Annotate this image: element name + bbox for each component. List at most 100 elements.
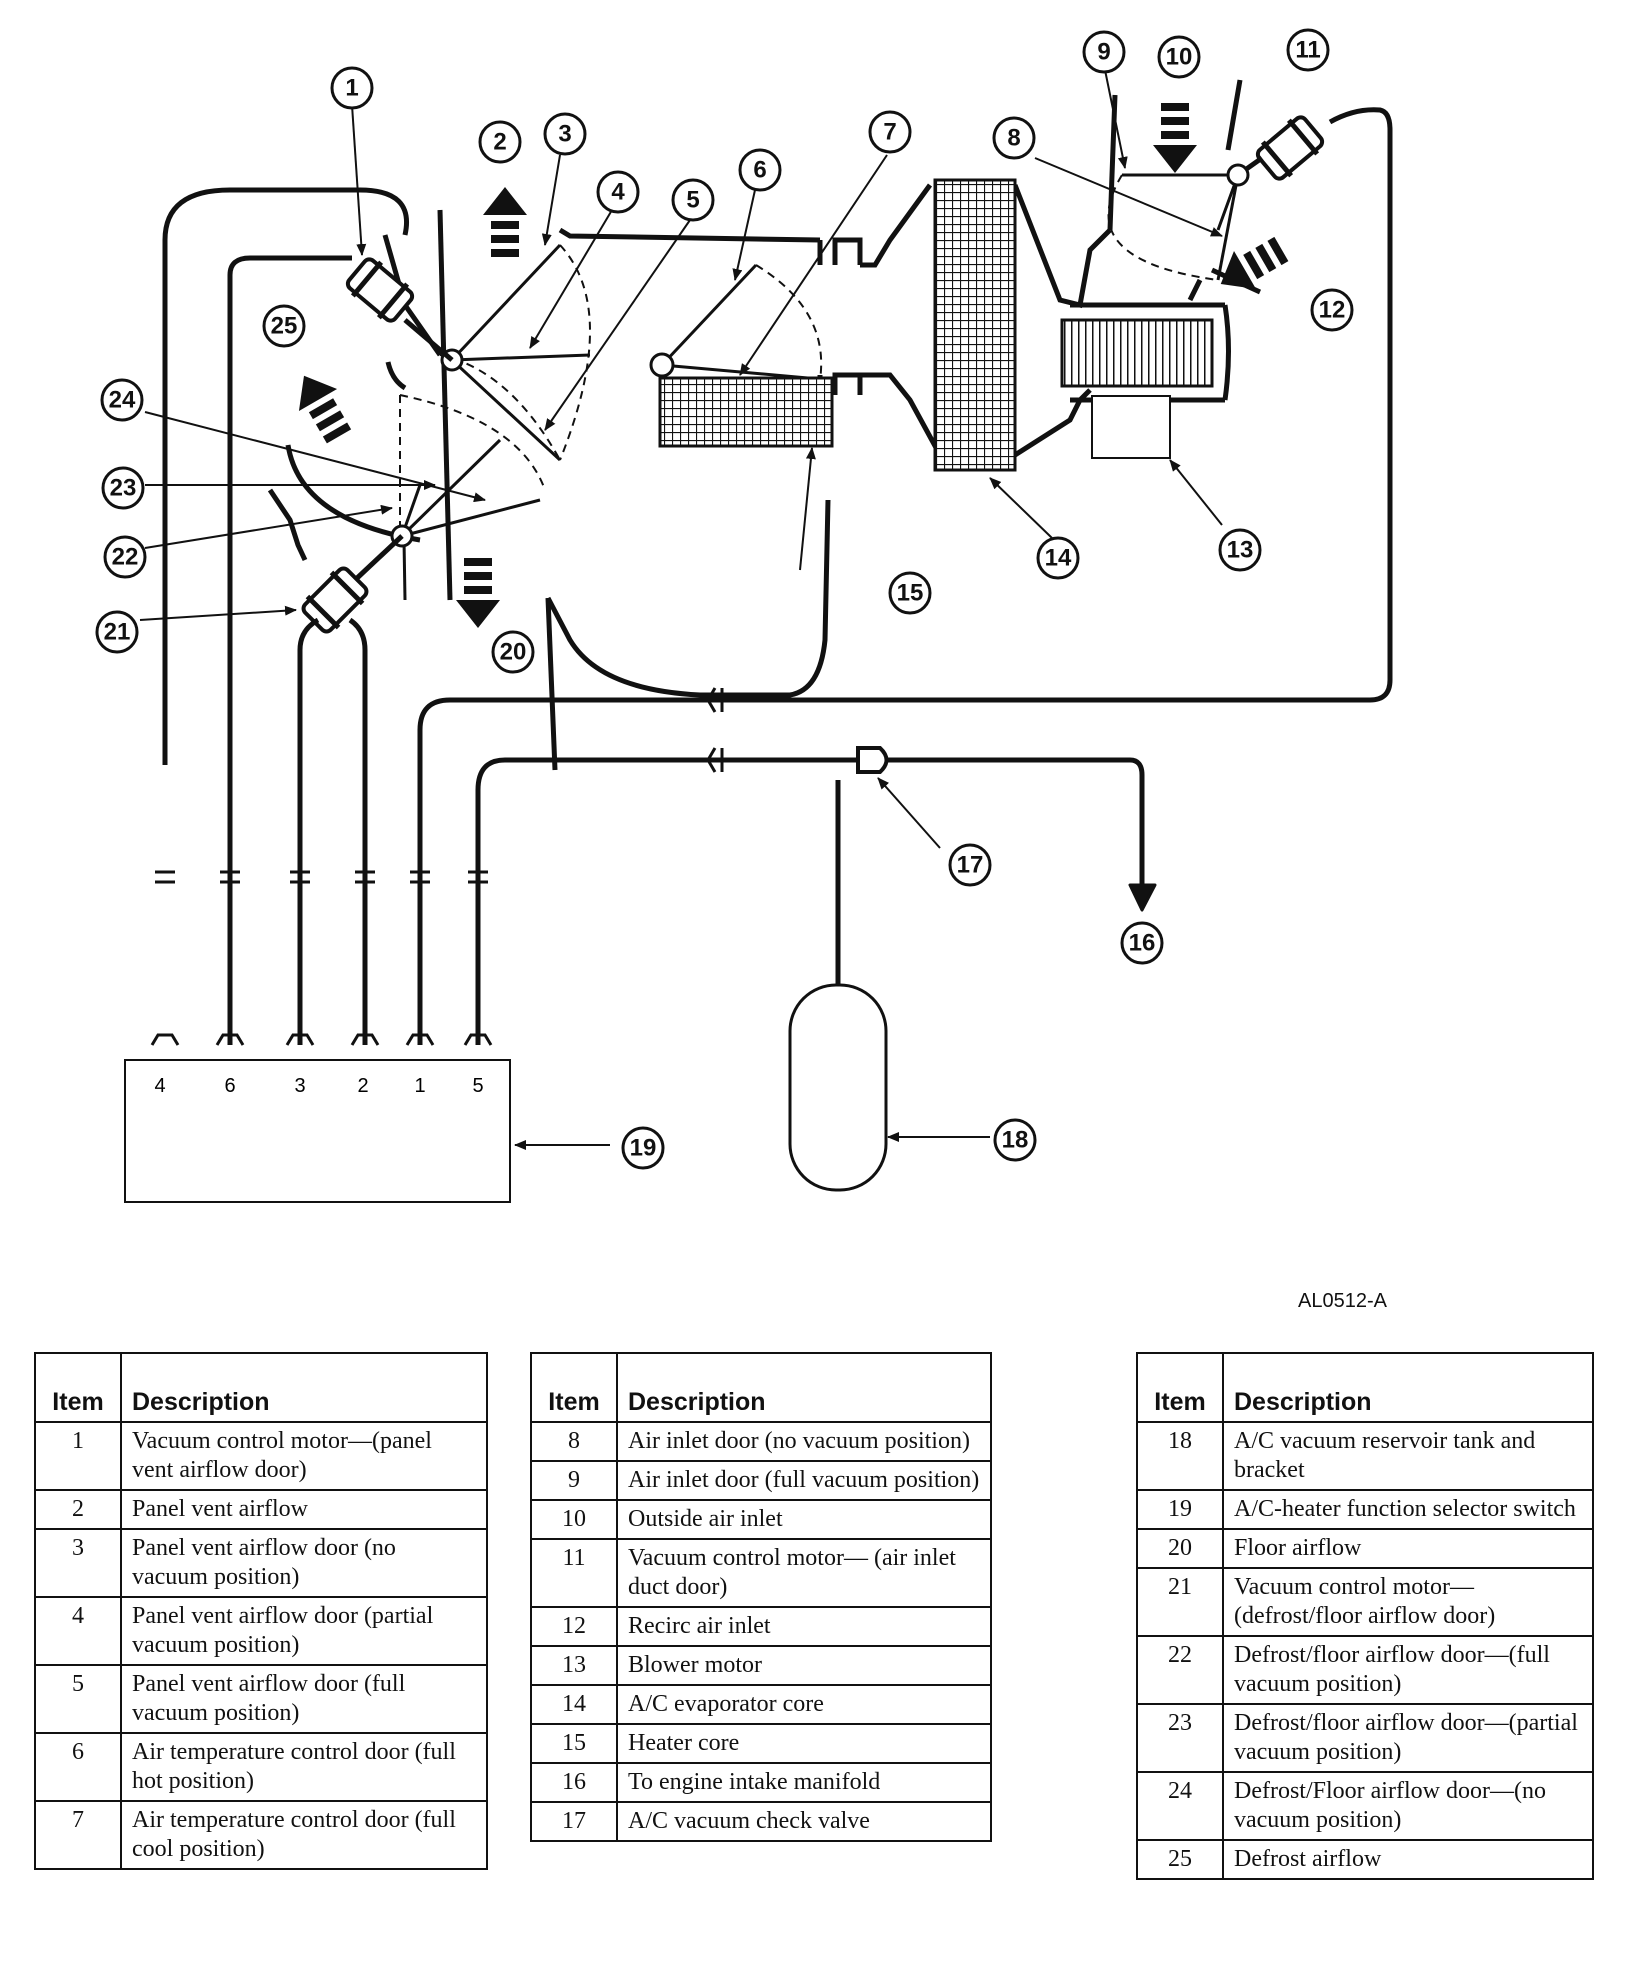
item-number: 12 xyxy=(530,1606,618,1647)
vacuum-motor-21 xyxy=(297,534,404,1045)
svg-text:14: 14 xyxy=(1045,545,1072,572)
item-description: Floor airflow xyxy=(1222,1528,1594,1569)
svg-text:21: 21 xyxy=(104,619,131,646)
item-number: 6 xyxy=(34,1732,122,1802)
svg-text:5: 5 xyxy=(686,187,699,214)
function-selector-switch: 4 6 3 2 1 5 xyxy=(124,1059,511,1203)
callout-12: 12 xyxy=(1310,288,1354,332)
item-number: 21 xyxy=(1136,1567,1224,1637)
outside-air-inlet-arrow xyxy=(1153,103,1197,173)
blower-wheel xyxy=(1060,318,1214,388)
callout-2: 2 xyxy=(478,120,522,164)
svg-text:4: 4 xyxy=(611,179,625,206)
svg-text:19: 19 xyxy=(630,1135,657,1162)
item-number: 19 xyxy=(1136,1489,1224,1530)
svg-text:17: 17 xyxy=(957,852,984,879)
item-number: 11 xyxy=(530,1538,618,1608)
callout-5: 5 xyxy=(671,178,715,222)
callout-labels: 1 2 3 4 5 6 7 8 9 10 11 12 13 14 15 16 1… xyxy=(95,28,1354,1170)
svg-text:10: 10 xyxy=(1166,44,1193,71)
recirc-air-inlet-arrow xyxy=(1220,236,1289,290)
svg-text:1: 1 xyxy=(345,75,358,102)
item-number: 14 xyxy=(530,1684,618,1725)
item-description: Vacuum control motor—(panel vent airflow… xyxy=(120,1421,488,1491)
legend-header-row: Item Description xyxy=(530,1352,992,1423)
item-number: 24 xyxy=(1136,1771,1224,1841)
item-number: 13 xyxy=(530,1645,618,1686)
item-column-header: Item xyxy=(34,1352,122,1423)
heater-core xyxy=(658,376,834,448)
description-column-header: Description xyxy=(616,1352,992,1423)
svg-text:12: 12 xyxy=(1319,297,1346,324)
item-number: 7 xyxy=(34,1800,122,1870)
item-description: Defrost/floor airflow door—(full vacuum … xyxy=(1222,1635,1594,1705)
item-description: Defrost/Floor airflow door—(no vacuum po… xyxy=(1222,1771,1594,1841)
item-description: Air inlet door (full vacuum position) xyxy=(616,1460,992,1501)
selector-pin-label: 5 xyxy=(472,1075,483,1097)
leader-lines xyxy=(139,69,1223,1150)
callout-18: 18 xyxy=(993,1118,1037,1162)
svg-text:20: 20 xyxy=(500,639,527,666)
item-description: Defrost airflow xyxy=(1222,1839,1594,1880)
legend-header-row: Item Description xyxy=(34,1352,488,1423)
item-number: 16 xyxy=(530,1762,618,1803)
svg-text:16: 16 xyxy=(1129,930,1156,957)
svg-text:25: 25 xyxy=(271,313,298,340)
svg-text:18: 18 xyxy=(1002,1127,1029,1154)
callout-23: 23 xyxy=(101,466,145,510)
svg-text:2: 2 xyxy=(493,129,506,156)
item-description: Vacuum control motor— (air inlet duct do… xyxy=(616,1538,992,1608)
svg-text:7: 7 xyxy=(883,119,896,146)
svg-text:9: 9 xyxy=(1097,39,1110,66)
selector-pin-label: 2 xyxy=(357,1075,368,1097)
panel-vent-airflow-door xyxy=(382,234,591,462)
item-description: Recirc air inlet xyxy=(616,1606,992,1647)
item-number: 23 xyxy=(1136,1703,1224,1773)
description-column-header: Description xyxy=(120,1352,488,1423)
callout-20: 20 xyxy=(491,630,535,674)
item-description: Vacuum control motor—(defrost/floor airf… xyxy=(1222,1567,1594,1637)
item-number: 25 xyxy=(1136,1839,1224,1880)
figure-code: AL0512-A xyxy=(1298,1290,1387,1312)
svg-text:8: 8 xyxy=(1007,125,1020,152)
svg-text:11: 11 xyxy=(1295,37,1320,64)
airflow-arrows xyxy=(298,103,1289,628)
callout-13: 13 xyxy=(1218,528,1262,572)
item-description: Outside air inlet xyxy=(616,1499,992,1540)
callout-10: 10 xyxy=(1157,35,1201,79)
item-number: 3 xyxy=(34,1528,122,1598)
callout-7: 7 xyxy=(868,110,912,154)
selector-pin-label: 4 xyxy=(154,1075,165,1097)
item-description: Panel vent airflow xyxy=(120,1489,488,1530)
callout-15: 15 xyxy=(888,571,932,615)
item-description: To engine intake manifold xyxy=(616,1762,992,1803)
callout-24: 24 xyxy=(100,378,144,422)
item-column-header: Item xyxy=(1136,1352,1224,1423)
item-number: 8 xyxy=(530,1421,618,1462)
item-description: Heater core xyxy=(616,1723,992,1764)
item-description: Air inlet door (no vacuum position) xyxy=(616,1421,992,1462)
svg-text:15: 15 xyxy=(897,580,924,607)
callout-9: 9 xyxy=(1082,30,1126,74)
callout-3: 3 xyxy=(543,112,587,156)
item-number: 2 xyxy=(34,1489,122,1530)
vacuum-system-diagram: 4 6 3 2 1 5 xyxy=(95,28,1393,1203)
item-number: 9 xyxy=(530,1460,618,1501)
